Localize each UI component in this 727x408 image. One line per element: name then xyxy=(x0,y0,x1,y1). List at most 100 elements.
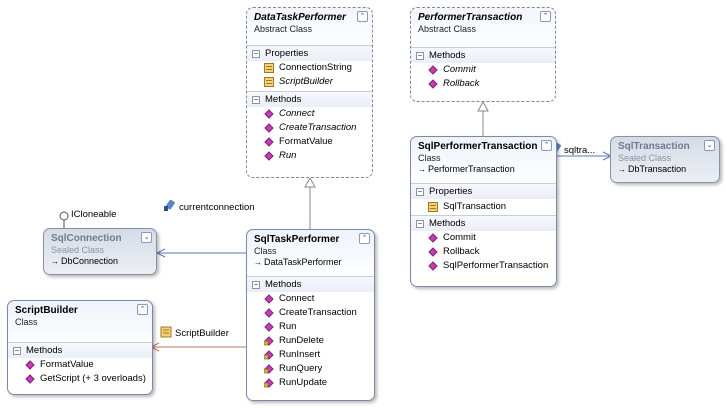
property-item[interactable]: SqlTransaction xyxy=(411,200,556,214)
inherits-arrow-icon: → xyxy=(618,165,626,174)
method-item[interactable]: GetScript (+ 3 overloads) xyxy=(8,372,152,386)
class-scriptbuilder[interactable]: ScriptBuilder Class ⌃ −Methods FormatVal… xyxy=(7,300,153,395)
method-item[interactable]: RunDelete xyxy=(247,334,374,348)
private-method-icon xyxy=(264,378,274,388)
method-icon xyxy=(264,322,274,332)
collapse-toggle-icon[interactable]: ⌃ xyxy=(541,140,552,151)
method-icon xyxy=(428,79,438,89)
methods-section-header[interactable]: −Methods xyxy=(247,91,372,107)
lollipop-circle xyxy=(59,211,69,221)
property-icon xyxy=(264,77,274,87)
collapse-section-icon[interactable]: − xyxy=(252,280,260,289)
methods-section-header[interactable]: −Methods xyxy=(247,276,374,292)
base-class: →DataTaskPerformer xyxy=(254,257,342,267)
class-sqltaskperformer[interactable]: SqlTaskPerformer Class →DataTaskPerforme… xyxy=(246,229,375,401)
method-item[interactable]: RunInsert xyxy=(247,348,374,362)
method-item[interactable]: CreateTransaction xyxy=(247,306,374,320)
inheritance-arrowhead xyxy=(477,100,489,112)
method-item[interactable]: Commit xyxy=(411,231,556,245)
methods-section-header[interactable]: −Methods xyxy=(411,47,555,63)
class-name: SqlPerformerTransaction xyxy=(418,141,538,152)
method-item[interactable]: CreateTransaction xyxy=(247,121,372,135)
method-item[interactable]: Connect xyxy=(247,292,374,306)
method-icon xyxy=(428,233,438,243)
private-method-icon xyxy=(264,336,274,346)
base-class: →DbConnection xyxy=(51,256,119,266)
property-icon xyxy=(264,63,274,73)
class-name: SqlConnection xyxy=(51,233,122,244)
method-item[interactable]: FormatValue xyxy=(8,358,152,372)
collapse-section-icon[interactable]: − xyxy=(13,346,21,355)
method-icon xyxy=(264,123,274,133)
base-class: →PerformerTransaction xyxy=(418,164,515,174)
private-method-icon xyxy=(264,350,274,360)
method-icon xyxy=(25,360,35,370)
property-item[interactable]: ConnectionString xyxy=(247,61,372,75)
class-datataskperformer[interactable]: DataTaskPerformer Abstract Class ⌃ −Prop… xyxy=(246,7,373,178)
class-sqlperformertransaction[interactable]: SqlPerformerTransaction Class →Performer… xyxy=(410,136,557,287)
expand-toggle-icon[interactable]: ⌄ xyxy=(141,232,152,243)
collapse-section-icon[interactable]: − xyxy=(416,51,424,60)
method-icon xyxy=(264,294,274,304)
method-icon xyxy=(264,308,274,318)
class-header: SqlPerformerTransaction Class →Performer… xyxy=(411,137,556,177)
inherits-arrow-icon: → xyxy=(254,258,262,267)
class-header: SqlConnection Sealed Class →DbConnection… xyxy=(44,229,156,269)
collapse-section-icon[interactable]: − xyxy=(252,95,260,104)
method-icon xyxy=(264,109,274,119)
collapse-toggle-icon[interactable]: ⌃ xyxy=(540,11,551,22)
class-sqlconnection[interactable]: SqlConnection Sealed Class →DbConnection… xyxy=(43,228,157,275)
association-label-scriptbuilder: ScriptBuilder xyxy=(160,326,229,339)
property-item[interactable]: ScriptBuilder xyxy=(247,75,372,89)
method-item[interactable]: Commit xyxy=(411,63,555,77)
class-name: DataTaskPerformer xyxy=(254,12,346,23)
properties-section-header[interactable]: −Properties xyxy=(247,45,372,61)
class-name: SqlTaskPerformer xyxy=(254,234,340,245)
methods-section-header[interactable]: −Methods xyxy=(411,215,556,231)
method-item[interactable]: Run xyxy=(247,320,374,334)
property-icon xyxy=(160,326,172,338)
method-icon xyxy=(428,247,438,257)
association-label-currentconnection: currentconnection xyxy=(163,199,255,213)
class-stereotype: Class xyxy=(15,317,38,327)
class-header: DataTaskPerformer Abstract Class ⌃ xyxy=(247,8,372,37)
property-icon xyxy=(428,202,438,212)
collapse-toggle-icon[interactable]: ⌃ xyxy=(357,11,368,22)
collapse-section-icon[interactable]: − xyxy=(416,219,424,228)
inherits-arrow-icon: → xyxy=(418,165,426,174)
method-item[interactable]: RunUpdate xyxy=(247,376,374,390)
class-sqltransaction[interactable]: SqlTransaction Sealed Class →DbTransacti… xyxy=(610,136,720,183)
class-name: PerformerTransaction xyxy=(418,12,523,23)
inheritance-arrowhead xyxy=(304,176,316,188)
collapse-section-icon[interactable]: − xyxy=(416,187,424,196)
method-item[interactable]: FormatValue xyxy=(247,135,372,149)
method-icon xyxy=(428,261,438,271)
method-item[interactable]: SqlPerformerTransaction xyxy=(411,259,556,273)
base-class: →DbTransaction xyxy=(618,164,687,174)
class-header: SqlTaskPerformer Class →DataTaskPerforme… xyxy=(247,230,374,270)
inherits-arrow-icon: → xyxy=(51,257,59,266)
class-stereotype: Class xyxy=(418,153,441,163)
collapse-toggle-icon[interactable]: ⌃ xyxy=(137,304,148,315)
method-item[interactable]: Connect xyxy=(247,107,372,121)
class-stereotype: Abstract Class xyxy=(254,24,313,34)
collapse-section-icon[interactable]: − xyxy=(252,49,260,58)
class-name: ScriptBuilder xyxy=(15,305,78,316)
class-stereotype: Sealed Class xyxy=(51,245,105,255)
class-performertransaction[interactable]: PerformerTransaction Abstract Class ⌃ −M… xyxy=(410,7,556,102)
method-item[interactable]: Run xyxy=(247,149,372,163)
properties-section-header[interactable]: −Properties xyxy=(411,183,556,199)
class-header: SqlTransaction Sealed Class →DbTransacti… xyxy=(611,137,719,177)
class-stereotype: Sealed Class xyxy=(618,153,672,163)
method-icon xyxy=(264,151,274,161)
method-item[interactable]: Rollback xyxy=(411,245,556,259)
method-item[interactable]: Rollback xyxy=(411,77,555,91)
method-item[interactable]: RunQuery xyxy=(247,362,374,376)
expand-toggle-icon[interactable]: ⌄ xyxy=(704,140,715,151)
field-icon xyxy=(164,199,175,211)
interface-label-icloneable: ICloneable xyxy=(71,209,117,220)
collapse-toggle-icon[interactable]: ⌃ xyxy=(359,233,370,244)
method-icon xyxy=(25,374,35,384)
methods-section-header[interactable]: −Methods xyxy=(8,342,152,358)
